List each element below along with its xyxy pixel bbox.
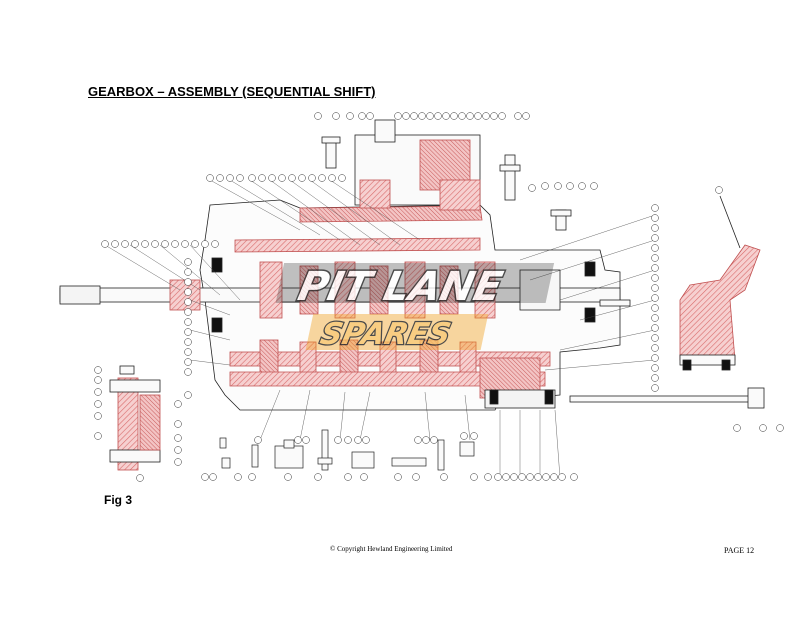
main-casing [59, 199, 621, 411]
left-inset-parts [109, 365, 161, 471]
copyright-notice: © Copyright Hewland Engineering Limited [330, 545, 453, 553]
watermark-line2-outline: SPARES [317, 317, 454, 352]
page-title: GEARBOX – ASSEMBLY (SEQUENTIAL SHIFT) [88, 84, 376, 99]
external-linkage [569, 195, 765, 409]
page-number: PAGE 12 [724, 546, 755, 555]
watermark-line1-outline: PIT LANE [294, 262, 507, 309]
watermark-line1: PIT LANE [294, 262, 507, 309]
watermark-line2: SPARES [317, 317, 454, 352]
callout-leaders [104, 179, 656, 479]
loose-fasteners [219, 429, 475, 471]
figure-label: Fig 3 [104, 493, 133, 507]
callout-balloons [94, 112, 784, 482]
watermark-logo: PIT LANE PIT LANE SPARES SPARES [275, 261, 555, 353]
